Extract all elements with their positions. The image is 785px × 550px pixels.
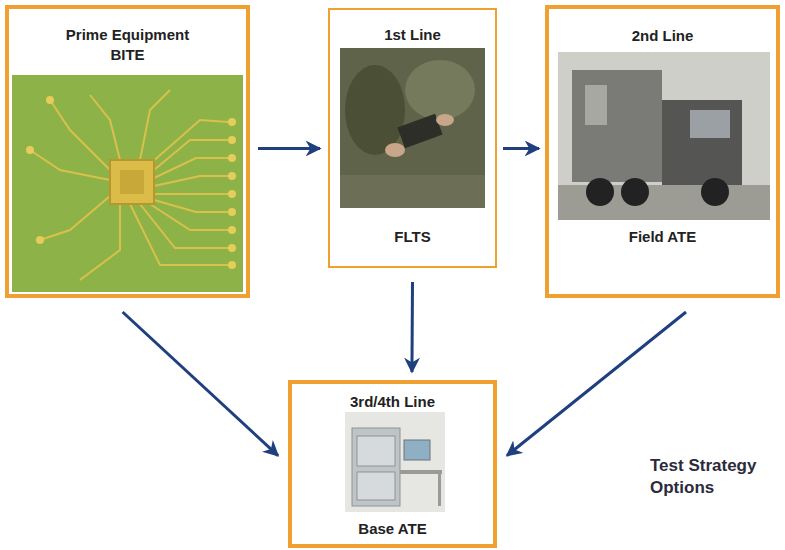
- flow-arrow: [503, 147, 539, 150]
- foliage: [405, 60, 475, 120]
- pcb-pads: [26, 96, 236, 269]
- test-set: [397, 114, 442, 148]
- flow-arrow: [123, 312, 278, 456]
- base-ate-photo: [345, 412, 445, 512]
- truck-photo: [558, 52, 770, 220]
- box-heading: 3rd/4th Line: [347, 392, 438, 412]
- hand: [436, 114, 454, 126]
- truck-wheel: [621, 178, 649, 206]
- figure-caption-label: Test Strategy Options: [650, 455, 770, 499]
- box-caption: Base ATE: [355, 519, 429, 539]
- box-caption: FLTS: [391, 227, 433, 247]
- photo-sky: [558, 52, 770, 220]
- box-heading: 2nd Line: [629, 26, 697, 46]
- ate-monitor: [404, 440, 430, 460]
- hand: [385, 143, 405, 157]
- chip: [110, 160, 154, 204]
- box-heading: Prime Equipment BITE: [55, 25, 201, 64]
- circuit-board: [12, 75, 243, 292]
- truck-body: [572, 70, 662, 182]
- soldier-figure: [345, 65, 405, 155]
- truck-wheel: [701, 178, 729, 206]
- board-sheen: [12, 75, 243, 292]
- ate-desk: [400, 470, 442, 474]
- strategy-box: 2nd LineField ATE: [545, 5, 780, 298]
- photo-ground: [345, 412, 445, 512]
- truck-window: [690, 110, 730, 138]
- strategy-box: 1st LineFLTS: [328, 8, 497, 268]
- truck-cab: [662, 100, 742, 185]
- box-caption: Field ATE: [626, 227, 700, 247]
- ate-desk-leg: [438, 474, 441, 506]
- box-heading: 1st Line: [381, 25, 444, 45]
- strategy-box: 3rd/4th LineBase ATE: [288, 380, 497, 548]
- flow-arrow: [258, 147, 320, 150]
- photo-ground: [340, 175, 485, 208]
- pcb-photo: [12, 75, 243, 292]
- chip-die: [120, 170, 144, 194]
- strategy-box: Prime Equipment BITE: [5, 5, 250, 298]
- ate-panel: [357, 472, 395, 500]
- flow-arrow: [507, 312, 686, 456]
- ate-panel: [357, 436, 395, 466]
- ate-cabinet: [352, 428, 400, 506]
- field-soldier-photo: [340, 48, 485, 208]
- pcb-traces: [30, 90, 228, 280]
- photo-ground: [340, 48, 485, 208]
- truck-wheel: [586, 178, 614, 206]
- flow-arrow: [410, 282, 414, 372]
- truck-door: [585, 85, 607, 125]
